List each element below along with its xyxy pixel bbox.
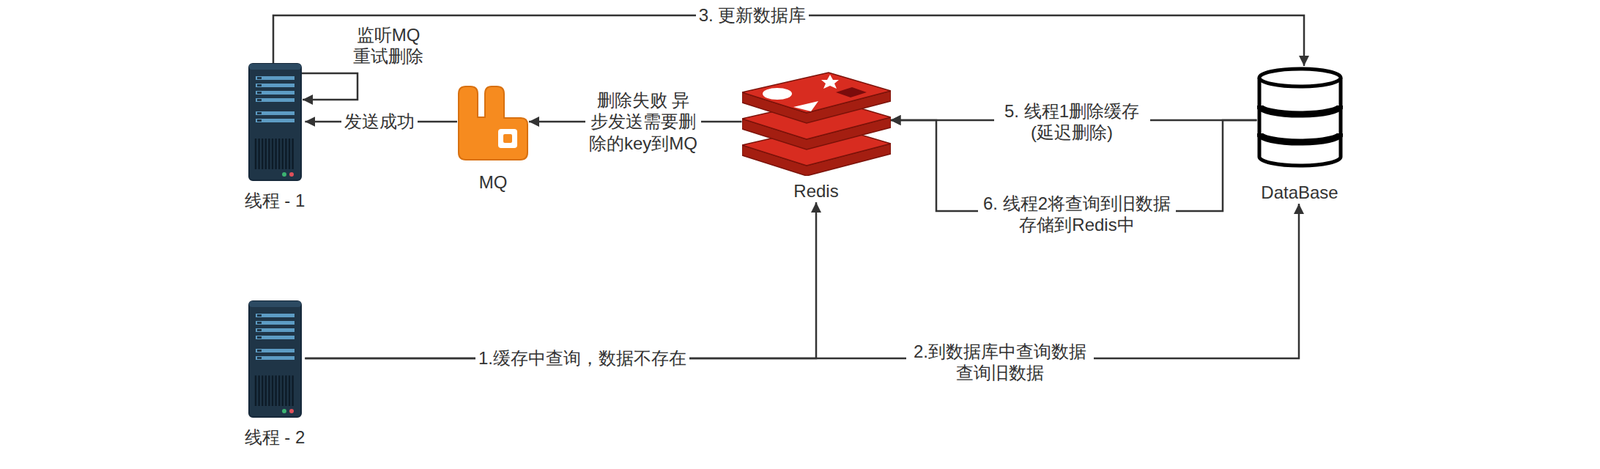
edge-label: 2.到数据库中查询数据 查询旧数据 (906, 340, 1094, 384)
node-label: Redis (793, 180, 839, 203)
node-label: MQ (479, 171, 508, 194)
edge-label: 发送成功 (341, 110, 418, 132)
edge-label: 5. 线程1删除缓存 (延迟删除) (994, 100, 1151, 144)
note-label: 监听MQ 重试删除 (347, 24, 430, 68)
edge-label: 1.缓存中查询，数据不存在 (475, 347, 690, 369)
node-label: 线程 - 1 (244, 189, 306, 212)
edge-label: 6. 线程2将查询到旧数据存储到Redis中 (978, 192, 1176, 236)
retry-loop-line (301, 73, 358, 100)
node-label: DataBase (1260, 181, 1338, 204)
server-node: 线程 - 2 (244, 300, 306, 449)
edge-label: 删除失败 异步发送需要删除的key到MQ (585, 89, 702, 154)
server-icon (248, 300, 302, 418)
mq-node: MQ (457, 84, 529, 194)
db-icon (1257, 65, 1343, 169)
redis-node: Redis (742, 71, 891, 203)
flow-arrow (304, 202, 817, 359)
mq-icon (457, 84, 529, 162)
server-icon (248, 63, 302, 181)
server-node: 线程 - 1 (244, 63, 306, 212)
edge-label: 3. 更新数据库 (695, 4, 810, 26)
redis-icon (742, 71, 891, 176)
node-label: 线程 - 2 (244, 426, 306, 449)
db-node: DataBase (1257, 65, 1343, 204)
